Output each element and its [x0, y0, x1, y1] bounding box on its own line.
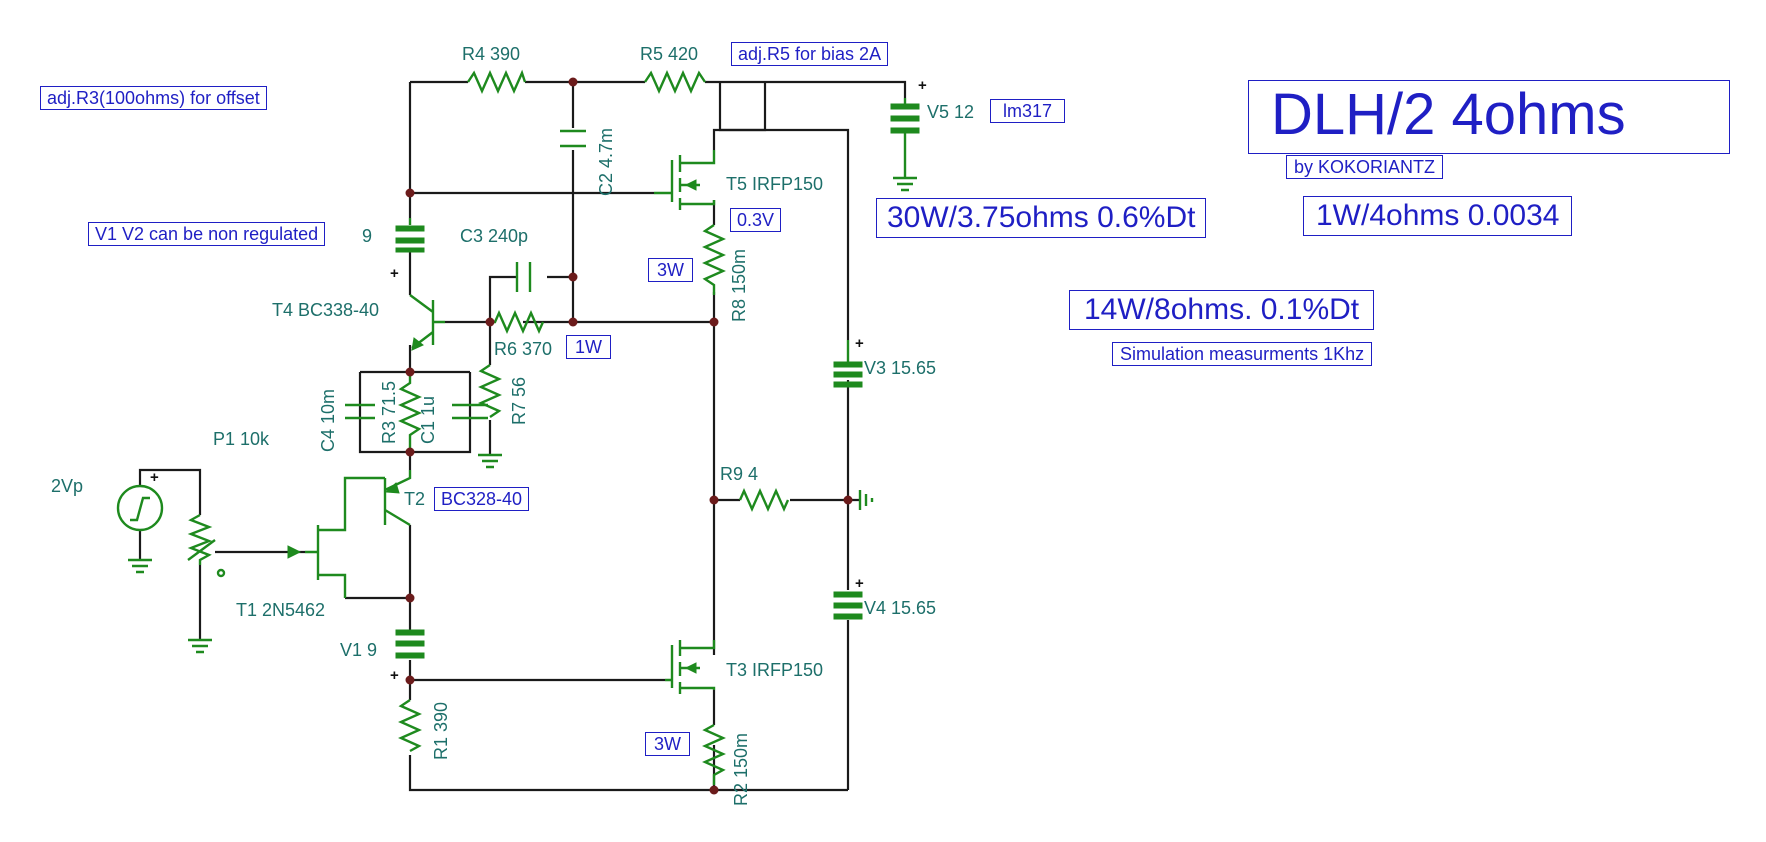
- label-r8: R8 150m: [729, 249, 749, 322]
- label-p1: P1 10k: [213, 429, 270, 449]
- label-c1: C1 1u: [418, 396, 438, 444]
- p1-potentiometer: [187, 513, 226, 654]
- note-offset: adj.R3(100ohms) for offset: [40, 86, 267, 110]
- result-14w: 14W/8ohms. 0.1%Dt: [1069, 290, 1375, 330]
- svg-text:+: +: [150, 469, 159, 486]
- label-v3: V3 15.65: [864, 358, 936, 378]
- component-labels: R4 390 R5 420 V5 12 C2 4.7m T5 IRFP150 C…: [51, 44, 974, 806]
- author-box: by KOKORIANTZ: [1286, 155, 1444, 179]
- result-30w: 30W/3.75ohms 0.6%Dt: [876, 198, 1207, 238]
- label-v1: V1 9: [340, 640, 377, 660]
- note-r8-voltage: 0.3V: [730, 208, 782, 232]
- v2-battery: [395, 218, 425, 253]
- r1-resistor: [398, 699, 422, 753]
- label-r6: R6 370: [494, 339, 552, 359]
- label-t4: T4 BC338-40: [272, 300, 379, 320]
- wires: [138, 80, 907, 792]
- v3-battery: [833, 340, 863, 388]
- note-t2-type: BC328-40: [434, 487, 530, 511]
- junctions: [405, 77, 853, 795]
- label-c3: C3 240p: [460, 226, 528, 246]
- label-source: 2Vp: [51, 476, 83, 496]
- signal-source: [116, 484, 164, 574]
- label-t3: T3 IRFP150: [726, 660, 823, 680]
- label-v5: V5 12: [927, 102, 974, 122]
- label-c2: C2 4.7m: [596, 128, 616, 196]
- r8-resistor: [702, 224, 726, 295]
- v5-battery: [890, 98, 920, 192]
- c2-capacitor: [560, 129, 586, 148]
- c1-capacitor: [452, 403, 488, 420]
- label-v2: 9: [362, 226, 372, 246]
- r2-resistor: [702, 723, 726, 785]
- note-simulation: Simulation measurments 1Khz: [1112, 342, 1373, 366]
- label-r7: R7 56: [509, 377, 529, 425]
- r3-resistor: [398, 372, 422, 452]
- svg-text:+: +: [918, 77, 927, 94]
- svg-text:+: +: [855, 575, 864, 592]
- note-r2-power: 3W: [645, 732, 690, 756]
- v1-battery: [395, 629, 425, 659]
- svg-text:+: +: [390, 667, 399, 684]
- svg-text:+: +: [855, 335, 864, 352]
- title-box: DLH/2 4ohms: [1248, 80, 1730, 154]
- label-t1: T1 2N5462: [236, 600, 325, 620]
- note-bias: adj.R5 for bias 2A: [731, 42, 889, 66]
- label-r2: R2 150m: [731, 733, 751, 806]
- label-r1: R1 390: [431, 702, 451, 760]
- label-r9: R9 4: [720, 464, 758, 484]
- label-t5: T5 IRFP150: [726, 174, 823, 194]
- label-t2: T2: [404, 489, 425, 509]
- note-lm317: lm317: [990, 99, 1066, 123]
- result-1w: 1W/4ohms 0.0034: [1303, 196, 1573, 236]
- t5-mosfet: [654, 150, 716, 210]
- t2-transistor: [383, 470, 412, 527]
- t1-jfet: [287, 476, 385, 598]
- r5-resistor: [644, 70, 706, 94]
- r6-resistor: [490, 310, 545, 334]
- polarity-marks: + + + + + +: [150, 77, 927, 684]
- label-r5: R5 420: [640, 44, 698, 64]
- r7-resistor: [478, 364, 502, 469]
- c3-capacitor: [515, 262, 532, 292]
- c4-capacitor: [345, 403, 375, 420]
- label-c4: C4 10m: [318, 389, 338, 452]
- label-r3: R3 71.5: [379, 381, 399, 444]
- t3-mosfet: [665, 640, 716, 694]
- label-v4: V4 15.65: [864, 598, 936, 618]
- ground-output: [858, 490, 874, 510]
- note-r8-power: 3W: [648, 258, 693, 282]
- svg-text:+: +: [390, 265, 399, 282]
- r4-resistor: [467, 69, 527, 94]
- note-supply: V1 V2 can be non regulated: [88, 222, 326, 246]
- r9-resistor: [738, 488, 790, 512]
- label-r4: R4 390: [462, 44, 520, 64]
- v4-battery: [833, 591, 863, 620]
- t4-transistor: [409, 294, 445, 351]
- note-r6-power: 1W: [566, 335, 611, 359]
